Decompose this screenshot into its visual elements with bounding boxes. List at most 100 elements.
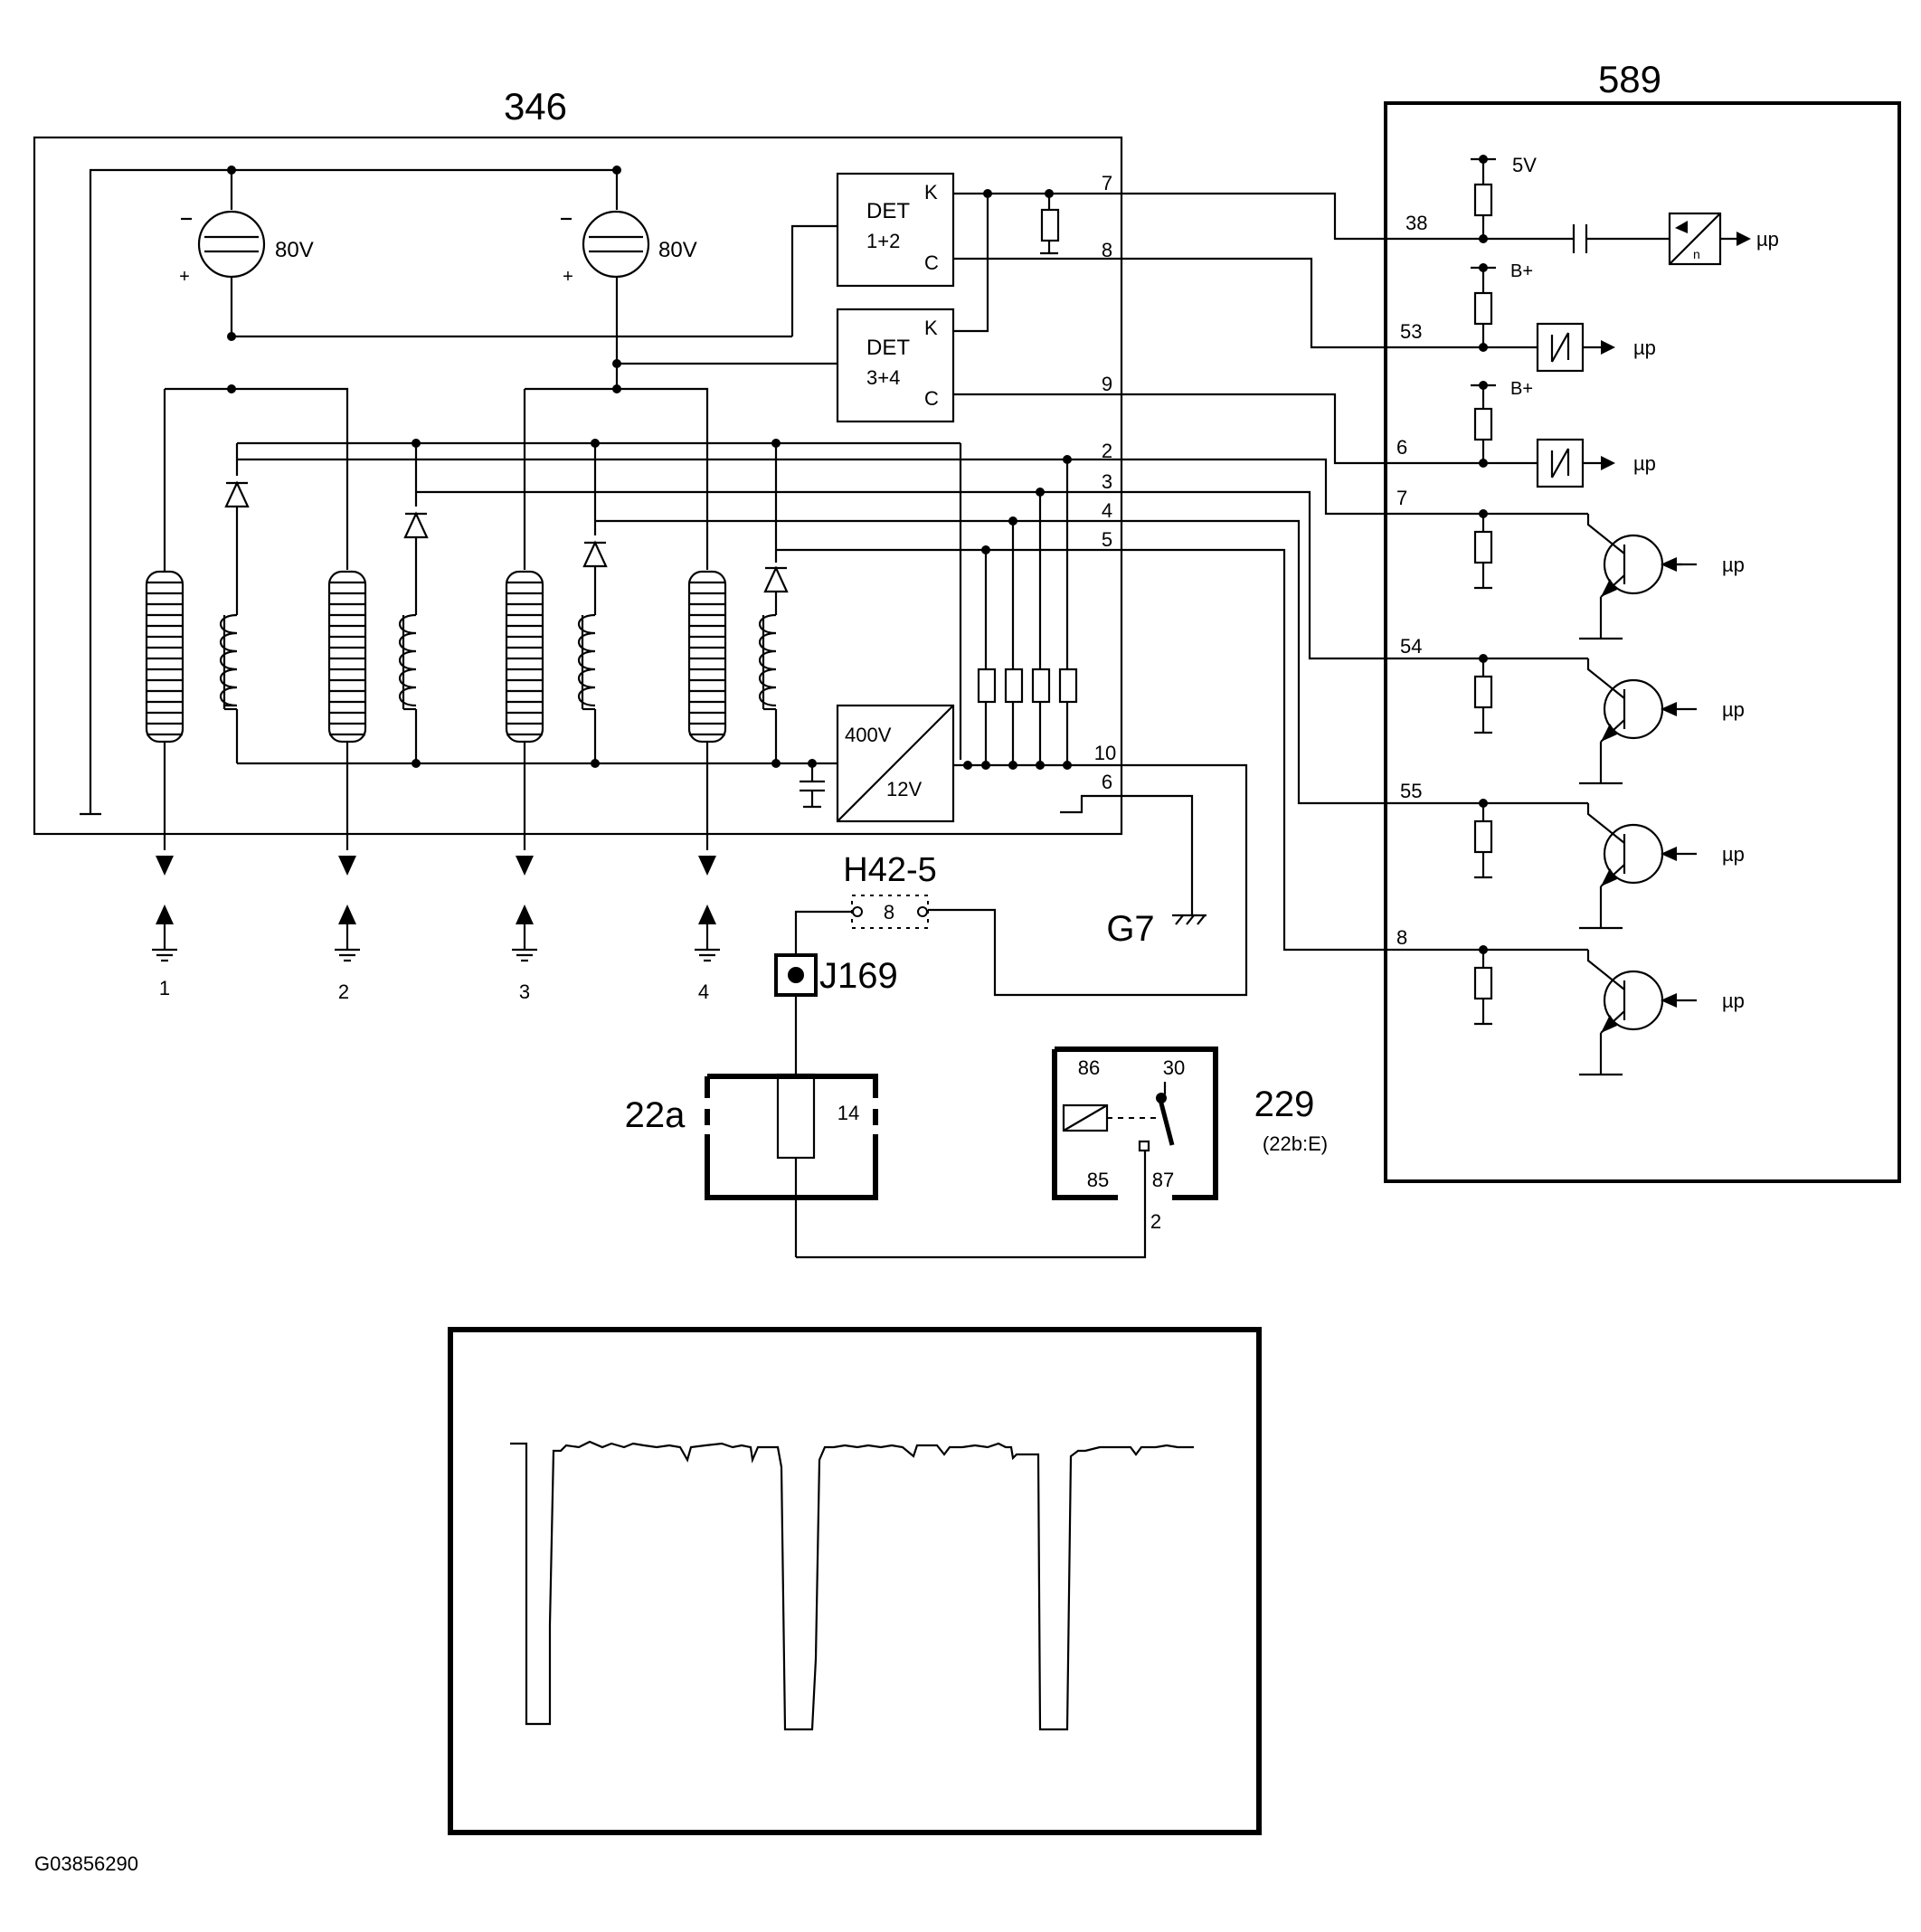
relay-229: 86 30 85 87 229 (22b:E) 2: [1052, 1046, 1328, 1233]
svg-text:10: 10: [1094, 742, 1116, 764]
signal-processor-block: n: [1668, 212, 1722, 266]
waveform-panel: [448, 1327, 1262, 1835]
svg-text:5: 5: [1102, 528, 1112, 551]
svg-text:38: 38: [1405, 212, 1427, 234]
svg-text:µp: µp: [1722, 990, 1745, 1012]
module-346-frame: [33, 136, 1123, 836]
svg-text:C: C: [924, 251, 939, 274]
svg-text:8: 8: [1396, 926, 1407, 949]
svg-text:6: 6: [1396, 436, 1407, 459]
svg-text:30: 30: [1163, 1056, 1185, 1079]
svg-text:3: 3: [1102, 470, 1112, 493]
svg-text:85: 85: [1087, 1169, 1109, 1191]
spark-plug-3: 3: [512, 904, 537, 1003]
svg-text:µp: µp: [1722, 698, 1745, 721]
svg-text:87: 87: [1152, 1169, 1174, 1191]
svg-text:n: n: [1693, 247, 1700, 261]
svg-text:µp: µp: [1756, 228, 1779, 251]
svg-text:8: 8: [1102, 239, 1112, 261]
spark-plug-2: 2: [335, 904, 360, 1003]
driver-transistor-3: µp: [1386, 799, 1745, 930]
svg-text:B+: B+: [1510, 261, 1533, 281]
module-346-pins: 7 8 9 2 3 4 5 10 6: [1094, 172, 1116, 793]
svg-text:53: 53: [1400, 320, 1422, 343]
svg-text:µp: µp: [1633, 336, 1656, 359]
module-589-label: 589: [1598, 58, 1661, 100]
svg-text:3+4: 3+4: [866, 366, 900, 389]
connector-h42-5: 8 H42-5: [843, 851, 937, 929]
svg-text:12V: 12V: [886, 778, 922, 800]
svg-text:86: 86: [1078, 1056, 1100, 1079]
ignition-module-346: 346 + 80V + 80V: [33, 85, 1123, 850]
capacitor-voltage-label: 80V: [658, 238, 697, 262]
svg-text:14: 14: [837, 1102, 859, 1124]
control-module-589: 589 38 53 6 7 54 55 8 5V n µp: [1384, 58, 1901, 1183]
svg-text:2: 2: [1102, 440, 1112, 462]
svg-text:H42-5: H42-5: [843, 851, 937, 889]
svg-text:K: K: [924, 181, 938, 204]
svg-text:7: 7: [1396, 487, 1407, 509]
svg-text:8: 8: [884, 901, 894, 923]
svg-text:9: 9: [1102, 373, 1112, 395]
voltage-converter: 400V 12V: [836, 704, 955, 823]
diode-3: [582, 540, 608, 615]
ground-g7: G7: [1106, 909, 1207, 949]
svg-text:µp: µp: [1722, 843, 1745, 866]
svg-text:400V: 400V: [845, 724, 892, 746]
spark-plugs: 1 2 3 4: [152, 856, 720, 1003]
svg-text:µp: µp: [1722, 554, 1745, 576]
capacitor-80v-1: + 80V: [179, 170, 314, 336]
junction-j169: J169: [774, 953, 898, 997]
ground-and-connector-wiring: G7 8 H42-5 J169: [774, 763, 1248, 1076]
svg-text:1: 1: [159, 977, 170, 999]
diode-2: [403, 511, 429, 615]
schmitt-trigger-1: [1536, 322, 1585, 373]
svg-text:K: K: [924, 317, 938, 339]
schmitt-trigger-2: [1536, 438, 1585, 488]
coil-primary-3: [578, 613, 597, 763]
svg-text:+: +: [179, 267, 190, 287]
svg-text:229: 229: [1254, 1084, 1315, 1124]
svg-text:4: 4: [698, 980, 709, 1003]
module-346-label: 346: [504, 85, 567, 128]
interconnect-wiring: [1121, 192, 1386, 952]
driver-transistor-2: µp: [1386, 654, 1745, 785]
coil-primary-4: [759, 613, 778, 763]
spark-plug-4: 4: [695, 904, 720, 1003]
svg-text:DET: DET: [866, 199, 910, 223]
svg-text:B+: B+: [1510, 379, 1533, 399]
coil-secondary-2: [327, 570, 367, 850]
svg-text:DET: DET: [866, 336, 910, 360]
diode-1: [224, 480, 250, 615]
fuse-box-22a: 14 22a: [625, 1073, 878, 1257]
waveform-trace: [510, 1440, 1194, 1731]
svg-text:+: +: [563, 267, 573, 287]
svg-text:C: C: [924, 387, 939, 410]
det-block-1-2: DET 1+2 K C: [836, 172, 955, 288]
capacitor-80v-2: + 80V: [561, 170, 697, 389]
svg-text:G7: G7: [1106, 909, 1154, 949]
svg-text:J169: J169: [819, 956, 898, 996]
svg-text:22a: 22a: [625, 1095, 686, 1135]
svg-text:3: 3: [519, 980, 530, 1003]
capacitor-voltage-label: 80V: [275, 238, 314, 262]
det-block-3-4: DET 3+4 K C: [836, 308, 955, 423]
module-589-frame: [1384, 101, 1901, 1183]
svg-text:µp: µp: [1633, 452, 1656, 475]
svg-text:7: 7: [1102, 172, 1112, 194]
svg-text:1+2: 1+2: [866, 230, 900, 252]
diode-4: [763, 565, 789, 615]
driver-transistor-4: µp: [1386, 945, 1745, 1076]
svg-text:4: 4: [1102, 499, 1112, 522]
svg-text:2: 2: [338, 980, 349, 1003]
coil-secondary-1: [145, 550, 185, 850]
svg-text:(22b:E): (22b:E): [1263, 1132, 1328, 1155]
coil-secondary-4: [687, 570, 727, 850]
svg-text:54: 54: [1400, 635, 1422, 658]
svg-text:5V: 5V: [1512, 154, 1537, 176]
coil-primary-2: [399, 613, 418, 763]
driver-transistor-1: µp: [1386, 509, 1745, 640]
figure-id: G03856290: [34, 1852, 138, 1875]
spark-plug-1: 1: [152, 904, 177, 999]
coil-primary-1: [220, 613, 239, 763]
